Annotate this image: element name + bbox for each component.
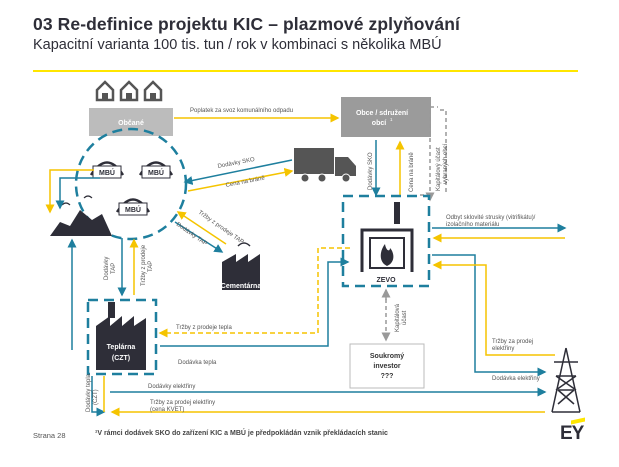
page-title: 03 Re-definice projektu KIC – plazmové z… — [33, 14, 460, 34]
mbu-hall-1: MBÚ — [89, 161, 125, 179]
obce-box — [341, 97, 431, 137]
mbu-label: MBÚ — [125, 205, 141, 214]
flow-label-dodavky-tepla-czt-1: Dodávky tepla — [86, 373, 92, 412]
flow-label-dodavka-tepla: Dodávka tepla — [178, 360, 217, 366]
flow-label-dodavky-tepla-czt-2: (CZT) — [93, 389, 99, 405]
power-pylon-icon — [551, 347, 581, 413]
ey-logo: EY — [560, 423, 584, 444]
footnote: ¹V rámci dodávek SKO do zařízení KIC a M… — [95, 430, 388, 437]
house-icon — [119, 80, 139, 102]
flow-label-trzby-tap-tep-1: Tržby z prodeje — [141, 244, 147, 286]
obcane-label: Občané — [118, 120, 144, 127]
flow-label-trzby-el-right-2: elektřiny — [492, 346, 514, 352]
flow-label-kapitalova-lower-2: účast — [402, 310, 408, 325]
zevo-plant — [360, 202, 414, 272]
page-number: Strana 28 — [33, 431, 66, 440]
mbu-hall-3: MBÚ — [115, 198, 151, 216]
flow-label-dodavky-tap-tep-2: TAP — [111, 263, 117, 274]
flow-label-trzby-el-bottom-2: (cena KVET) — [150, 407, 184, 413]
investor-label-3: ??? — [381, 373, 394, 380]
house-icon — [95, 80, 115, 102]
cementarna-label: Cementárna — [221, 283, 262, 290]
flow-label-trzby-tap-tep-2: TAP — [148, 261, 154, 272]
flow-label-kapitalovy-upper-1: Kapitálový účast — [436, 147, 442, 191]
mbu-hall-2: MBÚ — [138, 161, 174, 179]
teplarna-label-2: (CZT) — [112, 355, 130, 362]
flow-label-dodavky-tap-cem: Dodávky TAP — [175, 222, 208, 248]
page-subtitle: Kapacitní varianta 100 tis. tun / rok v … — [33, 37, 442, 53]
factory-icon — [222, 242, 260, 290]
mbu-label: MBÚ — [148, 168, 164, 177]
flow-label-kapitalovy-upper-2: vybraných obcí — [443, 143, 449, 184]
obcane-box — [89, 108, 173, 136]
flow-label-cena-left: Cena na bráně — [225, 175, 266, 189]
mbu-label: MBÚ — [99, 168, 115, 177]
flow-label-dodavky-el-bottom: Dodávky elektřiny — [148, 384, 195, 390]
obce-label-line2: obcí — [372, 120, 387, 127]
flow-label-kapitalova-lower-1: Kapitálová — [395, 303, 401, 332]
flow-label-dodavky-sko-down: Dodávky SKO — [368, 152, 374, 190]
teplarna-label-1: Teplárna — [107, 344, 136, 351]
truck-icon — [294, 148, 356, 183]
house-icon — [143, 80, 163, 102]
factory-icon — [96, 302, 146, 370]
obce-label-line1: Obce / sdružení — [356, 110, 409, 117]
investor-label-2: investor — [373, 363, 401, 370]
teplarna-boundary — [86, 298, 158, 376]
flow-label-odbyt-1: Odbyt sklovité strusky (vitrifikátu)/ — [446, 215, 536, 221]
flow-label-poplatek: Poplatek za svoz komunálního odpadu — [190, 108, 293, 114]
flow-label-trzby-tepla: Tržby z prodeje tepla — [176, 325, 232, 331]
flow-label-trzby-el-bottom-1: Tržby za prodej elektřiny — [150, 400, 215, 406]
flow-label-cena-down: Cena na bráně — [409, 152, 415, 192]
investor-label-1: Soukromý — [370, 353, 404, 360]
flow-label-odbyt-2: izolačního materiálu — [446, 222, 499, 228]
flow-label-dodavky-tap-tep-1: Dodávky — [104, 257, 110, 280]
zevo-label: ZEVO — [376, 277, 396, 284]
zevo-boundary — [341, 194, 431, 288]
flow-label-dodavka-el-right: Dodávka elektřiny — [492, 376, 540, 382]
flame-icon — [380, 244, 394, 266]
obce-footnote-mark: 1 — [390, 117, 393, 122]
investor-box — [349, 343, 425, 389]
flow-label-trzby-el-right-1: Tržby za prodej — [492, 339, 533, 345]
title-divider — [33, 70, 578, 72]
